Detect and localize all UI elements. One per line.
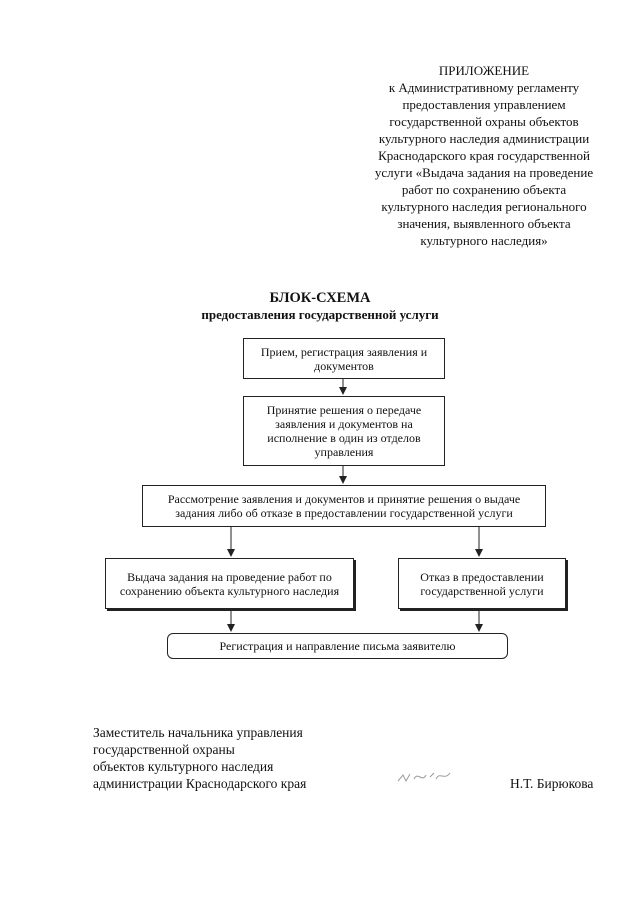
step-text-line: государственной услуги [420,583,544,598]
signature-line: Заместитель начальника управления [93,725,303,740]
step-text-line: сохранению объекта культурного наследия [119,583,340,598]
step-reception-box: Прием, регистрация заявления и документо… [243,338,445,379]
appendix-line: Краснодарского края государственной [378,148,590,163]
step-text-line: Рассмотрение заявления и документов и пр… [167,492,521,506]
appendix-line: культурного наследия» [420,233,548,248]
flowchart-title: БЛОК-СХЕМА [269,290,371,306]
signature-block: Заместитель начальника управления госуда… [93,724,306,792]
step-text-line: Регистрация и направление письма заявите… [219,639,456,653]
step-text-line: заявления и документов на [275,417,413,431]
step-issue-task-box: Выдача задания на проведение работ по со… [105,558,354,609]
step-text-line: документов [314,358,374,373]
step-text-line: Прием, регистрация заявления и [260,344,428,359]
step-text-line: Выдача задания на проведение работ по [127,569,332,584]
flowchart-subtitle: предоставления государственной услуги [201,307,439,322]
step-text-line: задания либо об отказе в предоставлении … [175,506,513,520]
step-text-line: Принятие решения о передаче [266,403,422,417]
appendix-line: к Административному регламенту [388,80,580,95]
signature-line: администрации Краснодарского края [93,776,307,791]
appendix-header: ПРИЛОЖЕНИЕ к Административному регламент… [340,62,628,249]
signature-line: государственной охраны [93,742,235,757]
appendix-line: значения, выявленного объекта [397,216,571,231]
handwritten-signature-mark [397,772,451,783]
appendix-line: культурного наследия регионального [381,199,587,214]
appendix-line: предоставления управлением [402,97,566,112]
signature-line: объектов культурного наследия [93,759,274,774]
step-text-line: исполнение в один из отделов [267,431,421,445]
step-text-line: управления [314,445,374,459]
step-text-line: Отказ в предоставлении [420,569,544,584]
step-registration-box: Регистрация и направление письма заявите… [167,633,508,659]
step-decision-transfer-box: Принятие решения о передаче заявления и … [243,396,445,466]
step-review-box: Рассмотрение заявления и документов и пр… [142,485,546,527]
appendix-line: ПРИЛОЖЕНИЕ [438,63,530,78]
step-refusal-box: Отказ в предоставлении государственной у… [398,558,566,609]
appendix-line: работ по сохранению объекта [401,182,567,197]
appendix-line: государственной охраны объектов [389,114,579,129]
appendix-line: культурного наследия администрации [378,131,590,146]
appendix-line: услуги «Выдача задания на проведение [374,165,594,180]
signer-name: Н.Т. Бирюкова [510,776,594,791]
